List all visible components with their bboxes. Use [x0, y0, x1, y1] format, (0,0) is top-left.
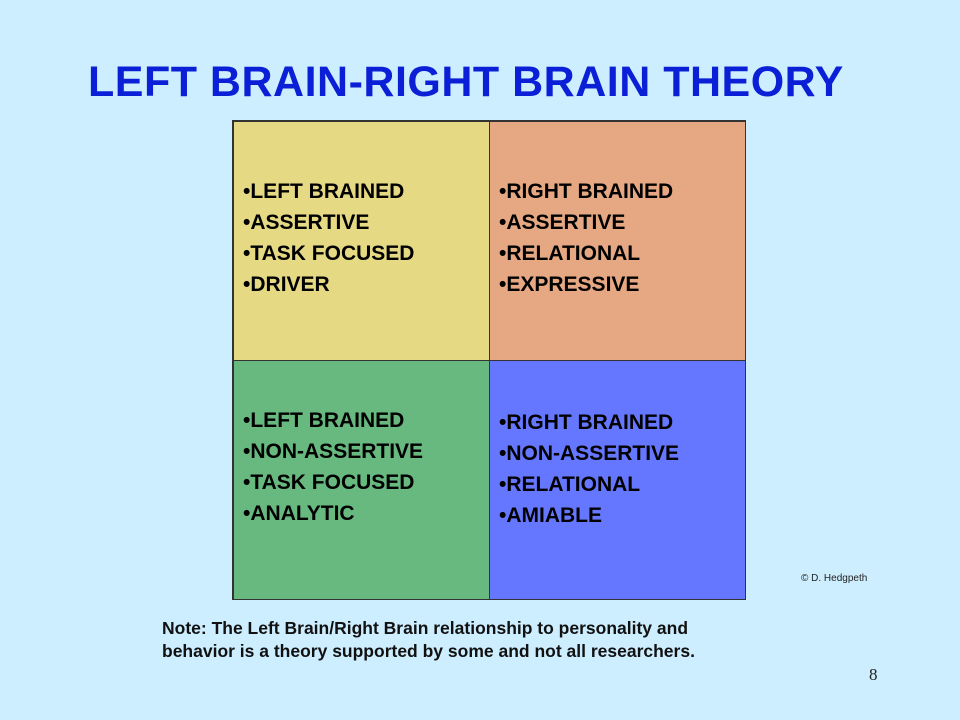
quadrant-top-right: RIGHT BRAINED ASSERTIVE RELATIONAL EXPRE…	[489, 121, 746, 361]
list-item: AMIABLE	[499, 500, 679, 531]
list-item: NON-ASSERTIVE	[243, 436, 423, 467]
list-item: ASSERTIVE	[243, 207, 414, 238]
quadrant-bottom-right-list: RIGHT BRAINED NON-ASSERTIVE RELATIONAL A…	[499, 407, 679, 531]
list-item: EXPRESSIVE	[499, 269, 673, 300]
quadrant-grid: LEFT BRAINED ASSERTIVE TASK FOCUSED DRIV…	[232, 120, 746, 600]
footnote-line: Note: The Left Brain/Right Brain relatio…	[162, 618, 689, 638]
quadrant-bottom-left-list: LEFT BRAINED NON-ASSERTIVE TASK FOCUSED …	[243, 405, 423, 529]
footnote-line: behavior is a theory supported by some a…	[162, 641, 695, 661]
quadrant-bottom-left: LEFT BRAINED NON-ASSERTIVE TASK FOCUSED …	[233, 360, 490, 600]
list-item: TASK FOCUSED	[243, 467, 423, 498]
list-item: LEFT BRAINED	[243, 176, 414, 207]
list-item: RIGHT BRAINED	[499, 176, 673, 207]
list-item: TASK FOCUSED	[243, 238, 414, 269]
list-item: LEFT BRAINED	[243, 405, 423, 436]
list-item: RIGHT BRAINED	[499, 407, 679, 438]
list-item: NON-ASSERTIVE	[499, 438, 679, 469]
page-number: 8	[869, 665, 878, 684]
list-item: RELATIONAL	[499, 238, 673, 269]
footnote: Note: The Left Brain/Right Brain relatio…	[162, 617, 695, 663]
quadrant-top-left-list: LEFT BRAINED ASSERTIVE TASK FOCUSED DRIV…	[243, 176, 414, 300]
list-item: ASSERTIVE	[499, 207, 673, 238]
slide-title: LEFT BRAIN-RIGHT BRAIN THEORY	[88, 58, 844, 106]
quadrant-bottom-right: RIGHT BRAINED NON-ASSERTIVE RELATIONAL A…	[489, 360, 746, 600]
list-item: RELATIONAL	[499, 469, 679, 500]
list-item: ANALYTIC	[243, 498, 423, 529]
quadrant-top-left: LEFT BRAINED ASSERTIVE TASK FOCUSED DRIV…	[233, 121, 490, 361]
list-item: DRIVER	[243, 269, 414, 300]
copyright-credit: © D. Hedgpeth	[801, 573, 868, 584]
quadrant-top-right-list: RIGHT BRAINED ASSERTIVE RELATIONAL EXPRE…	[499, 176, 673, 300]
